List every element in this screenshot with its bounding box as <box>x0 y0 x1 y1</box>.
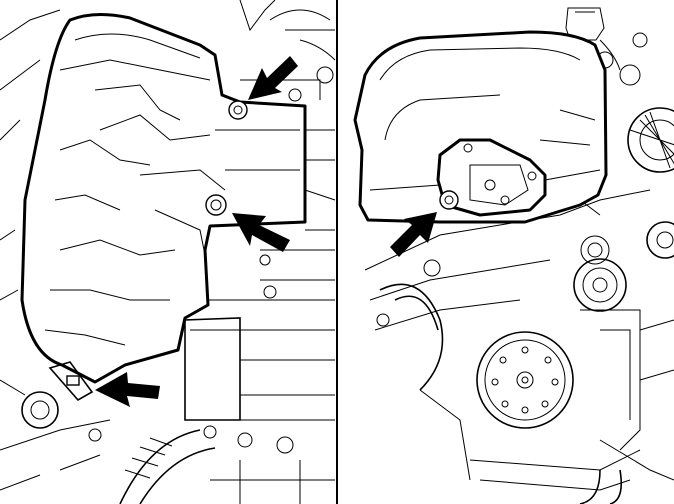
left-engine-background <box>0 0 336 504</box>
cutout-bracket <box>463 143 537 206</box>
arrow-right-bolt <box>390 212 437 257</box>
left-panel <box>0 0 336 504</box>
bolt-right <box>439 190 459 210</box>
arrow-clip <box>95 372 160 407</box>
arrow-top-bolt <box>248 56 298 100</box>
right-engine-background <box>364 7 674 504</box>
bolt-mid-left <box>205 194 227 216</box>
bottom-clip <box>48 361 94 402</box>
right-panel <box>353 7 674 504</box>
crank-pulley-holes <box>491 346 559 414</box>
right-cover-inner-detail <box>369 47 601 191</box>
arrow-mid-bolt <box>232 213 290 252</box>
cover-inner-detail <box>44 33 300 346</box>
bolt-top-left <box>228 100 248 120</box>
